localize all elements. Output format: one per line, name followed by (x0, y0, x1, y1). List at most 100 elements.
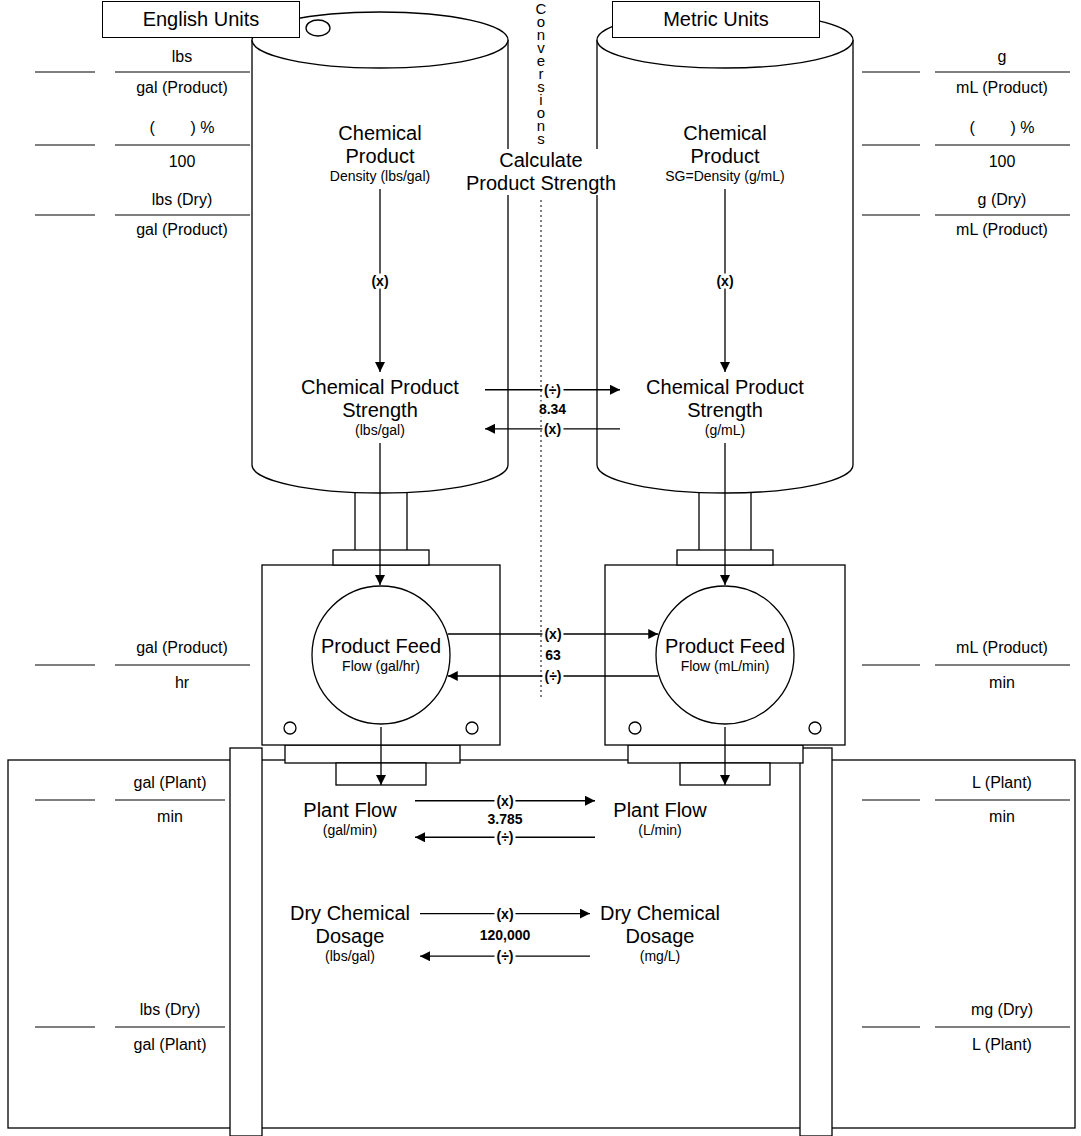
operation-label: (÷) (494, 949, 515, 964)
fraction-bar (935, 664, 1070, 665)
fraction-bar (115, 144, 250, 145)
unit-header: English Units (102, 1, 300, 38)
pump-housing (809, 722, 821, 734)
fraction-bar (115, 1026, 225, 1027)
fill-in-blank (862, 664, 920, 665)
pump-feed-flow: Product FeedFlow (gal/hr) (311, 585, 451, 725)
fill-in-unit: ( ) % (150, 119, 215, 137)
fill-in-unit: min (989, 674, 1015, 692)
fill-in-unit: min (157, 808, 183, 826)
pump-feed-flow: Product FeedFlow (mL/min) (655, 585, 795, 725)
node-unit: SG=Density (g/mL) (650, 168, 800, 185)
node-unit: Flow (gal/hr) (342, 658, 420, 675)
conversion-factor: 120,000 (478, 927, 533, 942)
fill-in-blank (862, 144, 920, 145)
product-strength: Chemical Product Strength(lbs/gal) (275, 372, 485, 443)
center-divider (541, 200, 542, 700)
fraction-bar (935, 799, 1070, 800)
chemical-dosage: Dry Chemical Dosage(lbs/gal) (280, 898, 420, 969)
operation-label: (x) (369, 273, 390, 288)
pump-housing (262, 565, 845, 745)
fill-in-blank (35, 71, 95, 72)
node-unit: (lbs/gal) (280, 948, 420, 965)
fill-in-blank (862, 799, 920, 800)
fraction-bar (115, 214, 250, 215)
fill-in-blank (35, 144, 95, 145)
node-title: Product Feed (665, 635, 785, 658)
node-title: Product Feed (321, 635, 441, 658)
fraction-bar (935, 214, 1070, 215)
chemical-drum (306, 20, 330, 36)
pump-housing (605, 565, 845, 745)
pump-circle (656, 586, 794, 724)
conversion-factor: 3.785 (485, 812, 524, 827)
operation-label: (x) (542, 627, 563, 642)
fraction-bar (935, 1026, 1070, 1027)
fill-in-blank (35, 214, 95, 215)
operation-label: (x) (542, 421, 563, 436)
node-title: English Units (143, 8, 260, 31)
conversion-factor: 8.34 (537, 402, 568, 417)
fill-in-unit: gal (Product) (136, 221, 228, 239)
fill-in-unit: gal (Product) (136, 639, 228, 657)
node-title: Chemical Product (650, 122, 800, 168)
pipe-section (230, 748, 262, 1136)
fill-in-unit: min (989, 808, 1015, 826)
node-title: Chemical Product (310, 122, 450, 168)
plant-flow: Plant Flow(gal/min) (285, 795, 415, 843)
node-title: Plant Flow (595, 799, 725, 822)
pipe-flange (333, 550, 773, 785)
product-density: Chemical ProductDensity (lbs/gal) (310, 118, 450, 189)
operation-label: (÷) (494, 830, 515, 845)
pump-housing (629, 722, 641, 734)
product-density: Chemical ProductSG=Density (g/mL) (650, 118, 800, 189)
fraction-bar (115, 72, 1070, 1027)
pipe-flange (333, 550, 429, 565)
fill-in-unit: lbs (Dry) (152, 191, 212, 209)
fill-in-blank (862, 214, 920, 215)
chemical-drum (252, 12, 853, 493)
vertical-heading: Conversions (531, 2, 552, 145)
fill-in-unit: gal (Plant) (134, 1036, 207, 1054)
node-title: Dry Chemical Dosage (590, 902, 730, 948)
node-title: Dry Chemical Dosage (280, 902, 420, 948)
node-unit: (g/mL) (620, 422, 830, 439)
fraction-bar (935, 71, 1070, 72)
fill-in-blank (862, 71, 920, 72)
plant-flow: Plant Flow(L/min) (595, 795, 725, 843)
fill-in-unit: mg (Dry) (971, 1001, 1033, 1019)
chemical-dosage: Dry Chemical Dosage(mg/L) (590, 898, 730, 969)
section-note: Calculate Product Strength (464, 149, 618, 195)
node-title: Chemical Product Strength (620, 376, 830, 422)
pump-base (285, 745, 460, 763)
pump-housing (262, 565, 500, 745)
operation-label: (÷) (542, 669, 563, 684)
flow-arrow (724, 727, 725, 785)
artwork (8, 12, 1075, 1136)
pipe-section (8, 760, 1075, 1128)
fill-in-unit: lbs (172, 48, 192, 66)
flow-arrow (381, 727, 725, 785)
fill-in-unit: g (Dry) (978, 191, 1027, 209)
pump-housing (466, 722, 478, 734)
product-strength: Chemical Product Strength(g/mL) (620, 372, 830, 443)
fraction-bar (115, 664, 250, 665)
fill-in-unit: lbs (Dry) (140, 1001, 200, 1019)
chemical-drum (252, 40, 508, 493)
fill-in-unit: gal (Plant) (134, 774, 207, 792)
fill-in-blank (35, 799, 95, 800)
chemical-drum (597, 40, 853, 493)
node-title: Chemical Product Strength (275, 376, 485, 422)
operation-label: (x) (714, 273, 735, 288)
node-title: Metric Units (663, 8, 769, 31)
center-divider (541, 200, 542, 700)
fill-in-unit: gal (Product) (136, 79, 228, 97)
node-unit: (lbs/gal) (275, 422, 485, 439)
node-title: Plant Flow (285, 799, 415, 822)
pipe-section (800, 748, 832, 1136)
fill-in-unit: L (Plant) (972, 774, 1032, 792)
fraction-bar (115, 799, 225, 800)
fill-in-blank (35, 664, 95, 665)
pump-housing (284, 722, 296, 734)
